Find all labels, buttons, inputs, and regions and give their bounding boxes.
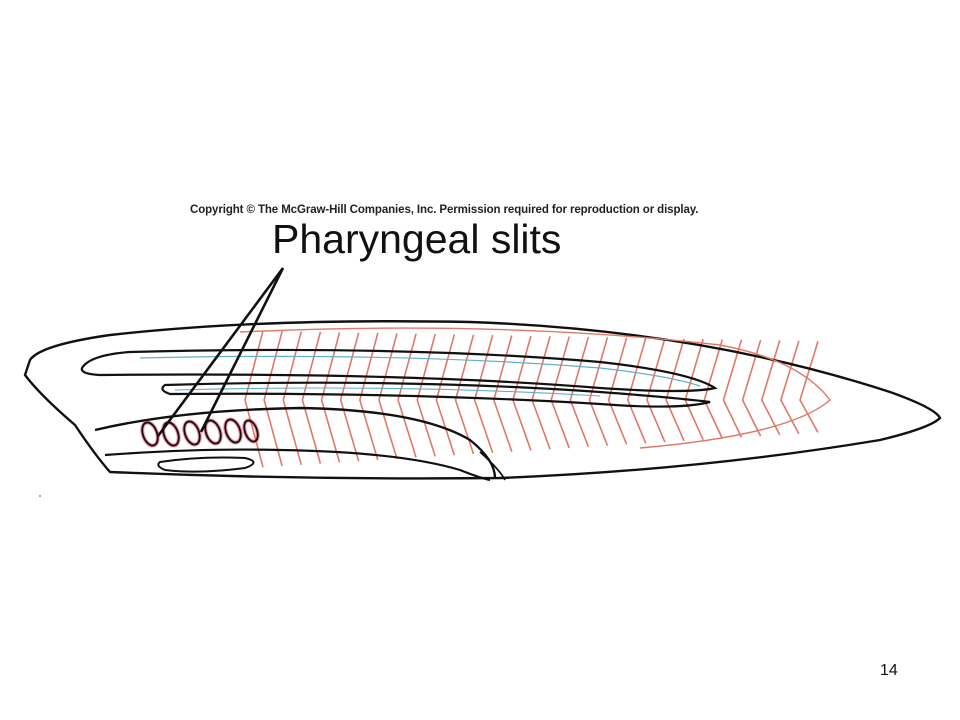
myomere-line [799,341,819,433]
myomere-line [358,332,379,461]
myomere-line [263,331,283,467]
dorsal-fin-line [239,327,831,449]
buccal-cavity [157,456,255,473]
myomere-line [607,337,628,445]
myomere-line [282,331,303,466]
myomere-line [550,336,570,449]
gill-slits [140,417,260,448]
myomere-line [454,334,475,455]
myomere-line [569,336,590,448]
myomere-line [780,340,800,435]
myomere-line [703,339,724,439]
gill-slit [183,420,201,446]
myomere-line [473,334,494,454]
myomere-line [339,332,360,462]
gill-slit [224,418,242,444]
myomere-line [244,330,264,468]
nerve-cord-highlight [139,355,701,387]
nerve-cord [80,348,718,393]
leader-line [199,267,285,433]
body-outline [23,320,942,480]
myomere-line [378,333,398,460]
speck [39,495,41,497]
myomere-line [512,335,532,451]
myomere-line [626,337,647,444]
myomere-line [397,333,417,458]
leader-line [156,267,285,437]
myomere-line [492,335,513,452]
myomere-line [588,337,609,446]
notochord [161,381,711,408]
myomere-line [301,331,322,464]
myomere-line [646,338,666,443]
myomere-line [760,340,781,436]
gill-slit [204,419,222,445]
myomere-line [416,333,437,457]
copyright-notice: Copyright © The McGraw-Hill Companies, I… [190,204,699,216]
myomere-line [435,334,456,456]
gill-slit [141,421,159,447]
myomere-line [722,339,743,438]
atriopore-line [479,451,506,481]
pharyngeal-slits-label: Pharyngeal slits [272,216,562,262]
gill-slit [243,419,259,443]
leader-lines [156,267,285,437]
myomeres [244,330,819,468]
myomere-line [665,338,685,442]
gut-outline [104,448,491,482]
page-number: 14 [880,662,898,679]
myomere-line [320,332,341,463]
myomere-line [741,339,762,437]
notochord-highlight [174,387,601,397]
